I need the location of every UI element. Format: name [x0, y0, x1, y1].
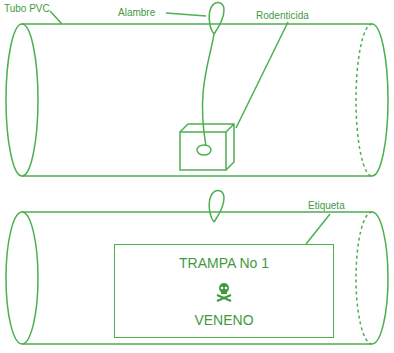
part-label: Etiqueta	[308, 200, 345, 212]
pvc-tube-top	[6, 24, 388, 176]
pvc-tube-bottom	[6, 212, 388, 344]
leader-line	[236, 22, 288, 128]
part-label: Rodenticida	[256, 10, 309, 22]
leader-line	[166, 13, 206, 16]
warning-label: TRAMPA No 1 VENENO	[114, 244, 334, 338]
rodenticide-block	[180, 124, 234, 170]
wire-loop	[209, 191, 224, 222]
skull-symbol	[215, 282, 233, 302]
label-text: VENENO	[194, 312, 253, 329]
part-label: Tubo PVC	[4, 3, 50, 15]
part-label: Alambre	[118, 7, 155, 19]
label-text: TRAMPA No 1	[179, 255, 269, 272]
leader-line	[50, 11, 62, 24]
leader-line	[306, 214, 330, 244]
